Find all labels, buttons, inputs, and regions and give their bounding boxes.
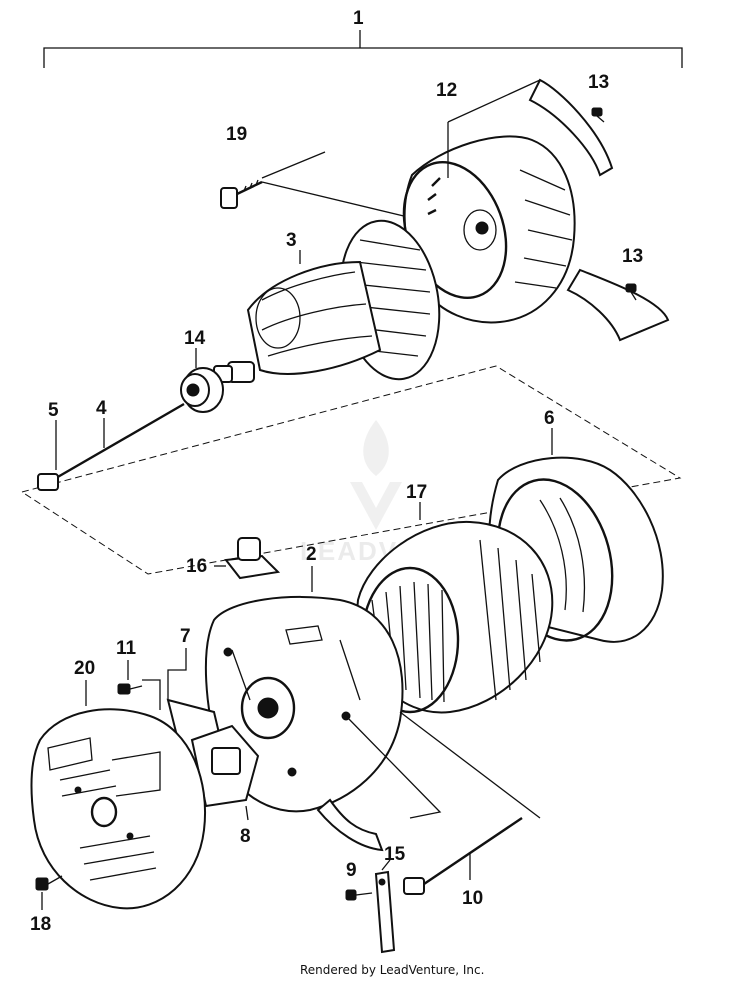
callout-8: 8	[240, 826, 251, 847]
bearing-14	[180, 348, 224, 413]
callout-9: 9	[346, 860, 357, 881]
callout-6: 6	[544, 408, 555, 429]
screw-13-top	[591, 107, 605, 123]
assembly-bracket	[43, 30, 683, 68]
callout-11: 11	[116, 638, 137, 659]
callout-20: 20	[74, 658, 95, 679]
screw-11	[117, 660, 161, 710]
regulator-8	[190, 724, 260, 821]
callout-17: 17	[406, 482, 427, 503]
callout-4: 4	[96, 398, 107, 419]
strap-15	[374, 859, 396, 954]
callout-7: 7	[180, 626, 191, 647]
callout-labels: 1 12 13 19 3 13 14 5 4 6 17 16 2 7 11 20…	[30, 8, 643, 935]
screw-13-bottom	[625, 283, 637, 301]
screw-9	[345, 889, 373, 901]
screw-18	[35, 875, 63, 910]
dashed-guides	[21, 365, 682, 575]
callout-14: 14	[184, 328, 206, 349]
callout-10: 10	[462, 888, 483, 909]
nut-5	[37, 420, 59, 491]
rotor-3	[213, 219, 441, 383]
callout-13-bottom: 13	[622, 246, 643, 267]
callout-1: 1	[353, 8, 364, 29]
bolt-19	[220, 151, 413, 219]
brush-holder-16	[214, 537, 281, 580]
credit-text: Rendered by LeadVenture, Inc.	[300, 963, 484, 977]
callout-12: 12	[436, 80, 457, 101]
callout-18: 18	[30, 914, 51, 935]
callout-19: 19	[226, 124, 247, 145]
long-bolt-10	[345, 711, 541, 895]
callout-3: 3	[286, 230, 297, 251]
callout-13-top: 13	[588, 72, 609, 93]
callout-15: 15	[384, 844, 406, 865]
through-bolt-4	[55, 402, 185, 480]
end-cover-20	[30, 680, 206, 910]
callout-5: 5	[48, 400, 59, 421]
callout-16: 16	[186, 556, 207, 577]
callout-2: 2	[306, 544, 317, 565]
